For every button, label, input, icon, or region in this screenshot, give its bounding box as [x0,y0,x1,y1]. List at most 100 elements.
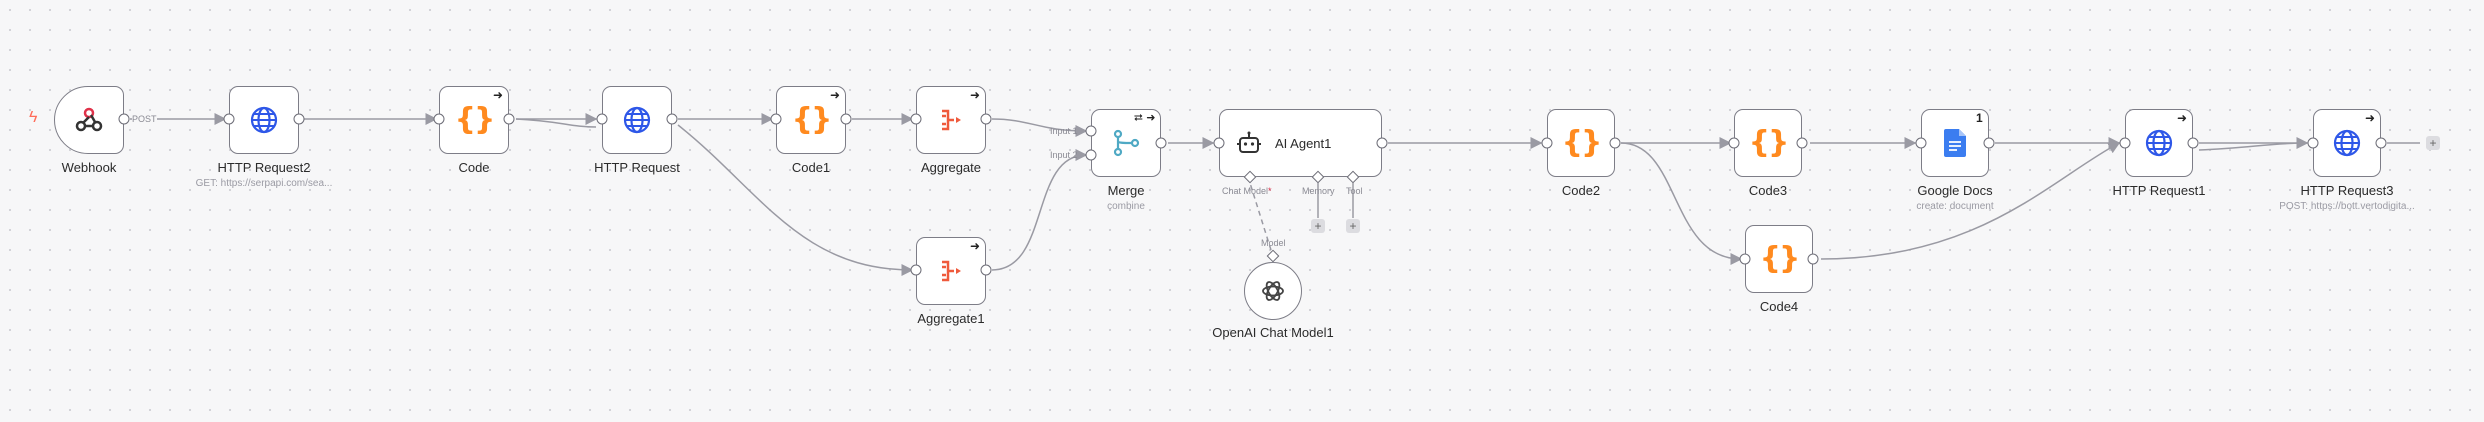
http-request1-output-port[interactable] [2187,137,2199,149]
node-code4[interactable]: {} [1745,225,1813,293]
node-code2[interactable]: {} [1547,109,1615,177]
arrow-right-icon: ➜ [970,239,981,253]
edge-label-post: POST [132,114,157,124]
model-port-label: Model [1261,238,1286,248]
merge-input1-port[interactable] [1085,125,1097,137]
arrow-right-icon: ➜ [830,88,841,102]
code-braces-icon: {} [1748,125,1790,160]
node-subtitle-http-request3: POST: https://bott.vertodigita... [2279,201,2415,212]
google-docs-output-port[interactable] [1983,137,1995,149]
node-merge[interactable] [1091,109,1161,177]
http-request2-input-port[interactable] [223,113,235,125]
google-docs-icon [1944,129,1966,157]
node-label-code3: Code3 [1748,183,1788,198]
arrow-right-icon: ➜ [2177,111,2188,125]
code3-output-port[interactable] [1796,137,1808,149]
edge-httprequest-aggregate1 [677,124,914,276]
http-request3-output-port[interactable] [2375,137,2387,149]
trigger-lightning-icon: ϟ [29,109,38,126]
node-http-request2[interactable] [229,86,299,154]
edge-httprequest1-httprequest3-2 [2198,142,2308,151]
node-label-google-docs: Google Docs [1917,183,1993,198]
globe-icon [2145,129,2173,157]
code-input-port[interactable] [433,113,445,125]
edge-code4-httprequest1 [1820,142,2121,260]
http-request2-output-port[interactable] [293,113,305,125]
edge-code2-code4 [1620,142,1743,265]
chat-model-port-label: Chat Model* [1222,186,1272,196]
globe-icon [623,106,651,134]
code2-input-port[interactable] [1541,137,1553,149]
aggregate-icon [942,260,961,282]
aggregate-output-port[interactable] [980,113,992,125]
http-request3-input-port[interactable] [2307,137,2319,149]
execution-count-badge: 1 [1976,111,1983,125]
aggregate-input-port[interactable] [910,113,922,125]
node-webhook[interactable] [54,86,124,154]
code-output-port[interactable] [503,113,515,125]
webhook-output-port[interactable] [118,113,130,125]
arrow-right-icon: ➜ [2365,111,2376,125]
node-aggregate[interactable] [916,86,986,154]
arrow-right-icon: ➜ [970,88,981,102]
merge-output-port[interactable] [1155,137,1167,149]
edge-code-httprequest-2 [515,118,597,128]
node-label-code1: Code1 [791,160,831,175]
merge-icon [1113,129,1140,157]
globe-icon [250,106,278,134]
code-braces-icon: {} [1759,241,1801,276]
node-label-code4: Code4 [1759,299,1799,314]
node-code[interactable]: {} [439,86,509,154]
ai-agent1-input-port[interactable] [1213,137,1225,149]
aggregate1-input-port[interactable] [910,264,922,276]
robot-icon [1237,131,1261,153]
code-braces-icon: {} [1561,125,1603,160]
http-request-input-port[interactable] [596,113,608,125]
merge-input1-label: Input 1 [1050,126,1078,136]
node-label-webhook: Webhook [61,160,117,175]
node-label-ai-agent1: AI Agent1 [1275,135,1332,151]
code2-output-port[interactable] [1609,137,1621,149]
google-docs-input-port[interactable] [1915,137,1927,149]
node-label-merge: Merge [1107,183,1145,198]
code-braces-icon: {} [454,102,496,137]
http-request1-input-port[interactable] [2119,137,2131,149]
globe-icon [2333,129,2361,157]
edge-openai-aiagent [1249,182,1272,251]
code4-output-port[interactable] [1807,253,1819,265]
node-label-http-request: HTTP Request [594,160,680,175]
merge-input2-port[interactable] [1085,149,1097,161]
edge-aggregate-merge [991,118,1088,137]
code4-input-port[interactable] [1739,253,1751,265]
node-http-request1[interactable] [2125,109,2193,177]
node-label-http-request1: HTTP Request1 [2112,183,2206,198]
add-node-button[interactable]: + [2426,136,2440,150]
node-label-aggregate: Aggregate [921,160,981,175]
add-tool-button[interactable]: + [1346,219,1360,233]
node-http-request[interactable] [602,86,672,154]
merge-corner-icons: ⮂ ➜ [1134,111,1156,124]
ai-agent1-output-port[interactable] [1376,137,1388,149]
node-openai-chat-model1[interactable] [1244,262,1302,320]
node-code1[interactable]: {} [776,86,846,154]
node-subtitle-http-request2: GET: https://serpapi.com/sea... [195,178,333,189]
code1-output-port[interactable] [840,113,852,125]
node-label-http-request3: HTTP Request3 [2300,183,2394,198]
code1-input-port[interactable] [770,113,782,125]
node-ai-agent1[interactable]: AI Agent1 [1219,109,1382,177]
merge-input2-label: Input 2 [1050,150,1078,160]
node-label-code: Code [458,160,490,175]
webhook-icon [75,107,103,132]
node-subtitle-merge: combine [1107,201,1145,212]
http-request-output-port[interactable] [666,113,678,125]
node-code3[interactable]: {} [1734,109,1802,177]
code-braces-icon: {} [791,102,833,137]
code3-input-port[interactable] [1728,137,1740,149]
add-memory-button[interactable]: + [1311,219,1325,233]
openai-icon [1262,281,1284,301]
edge-aggregate1-merge [991,149,1088,271]
node-label-http-request2: HTTP Request2 [217,160,311,175]
memory-port-label: Memory [1302,186,1335,196]
node-http-request3[interactable] [2313,109,2381,177]
aggregate1-output-port[interactable] [980,264,992,276]
